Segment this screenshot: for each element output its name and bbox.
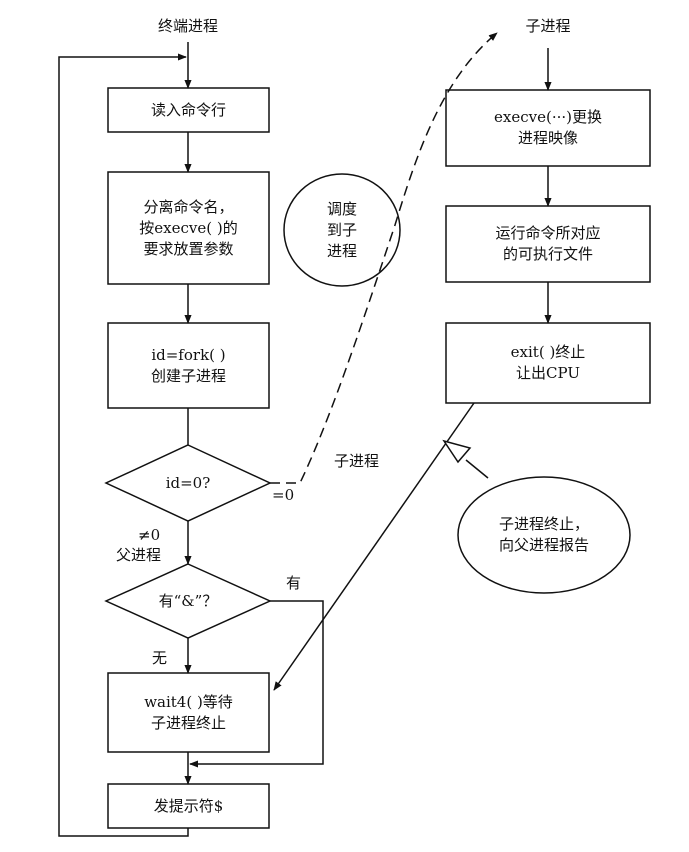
exit-line-1: exit( )终止 — [510, 343, 586, 361]
parent-process-label: 父进程 — [116, 546, 162, 564]
report-bubble — [457, 476, 631, 594]
loop-back-line — [58, 53, 189, 837]
background-decision-label: 有“&”？ — [158, 592, 218, 610]
fork-line-1: id=fork( ) — [151, 345, 226, 364]
wait-line-2: 子进程终止 — [150, 713, 226, 732]
exit-to-wait-line — [273, 402, 475, 691]
separate-command-label: 分离命令名， 按execve( )的 要求放置参数 — [108, 172, 269, 284]
eq-zero-label: =0 — [272, 486, 295, 504]
exit-line-2: 让出CPU — [516, 364, 580, 382]
wait-label: wait4( )等待 子进程终止 — [108, 673, 269, 752]
prompt-label: 发提示符$ — [108, 784, 269, 828]
wait-line-1: wait4( )等待 — [144, 692, 233, 711]
child-process-title: 子进程 — [525, 17, 571, 35]
report-line-2: 向父进程报告 — [498, 536, 589, 554]
separate-line-2: 按execve( )的 — [139, 218, 238, 237]
child-process-branch-label: 子进程 — [334, 452, 380, 470]
exit-label: exit( )终止 让出CPU — [446, 323, 650, 403]
report-line-1: 子进程终止， — [498, 515, 589, 533]
schedule-line-2: 到子 — [326, 220, 357, 239]
schedule-label: 调度 到子 进程 — [302, 194, 382, 266]
fork-label: id=fork( ) 创建子进程 — [108, 323, 269, 408]
terminal-process-title: 终端进程 — [157, 17, 218, 35]
no-label: 无 — [152, 649, 168, 667]
report-hollow-arrow — [442, 439, 472, 464]
read-command-label: 读入命令行 — [108, 88, 269, 132]
separate-line-3: 要求放置参数 — [143, 239, 234, 258]
schedule-dashed-path — [270, 32, 498, 484]
report-connector — [465, 459, 489, 479]
schedule-bubble — [283, 173, 401, 287]
report-label: 子进程终止， 向父进程报告 — [470, 510, 618, 560]
schedule-line-1: 调度 — [326, 199, 357, 218]
execve-line-2: 进程映像 — [517, 129, 578, 147]
execve-label: execve(···)更换 进程映像 — [446, 90, 650, 166]
run-file-label: 运行命令所对应 的可执行文件 — [446, 206, 650, 282]
schedule-line-3: 进程 — [326, 241, 357, 260]
not-zero-label: ≠0 — [138, 526, 161, 544]
read-command-text: 读入命令行 — [150, 100, 226, 119]
yes-branch-line — [189, 600, 324, 768]
fork-line-2: 创建子进程 — [150, 366, 226, 385]
separate-line-1: 分离命令名， — [143, 197, 234, 216]
id-zero-decision-label: id=0? — [165, 474, 211, 492]
run-line-2: 的可执行文件 — [502, 245, 593, 263]
run-line-1: 运行命令所对应 — [495, 224, 601, 242]
execve-line-1: execve(···)更换 — [494, 108, 602, 126]
yes-label: 有 — [286, 574, 302, 592]
prompt-text: 发提示符$ — [153, 796, 224, 815]
